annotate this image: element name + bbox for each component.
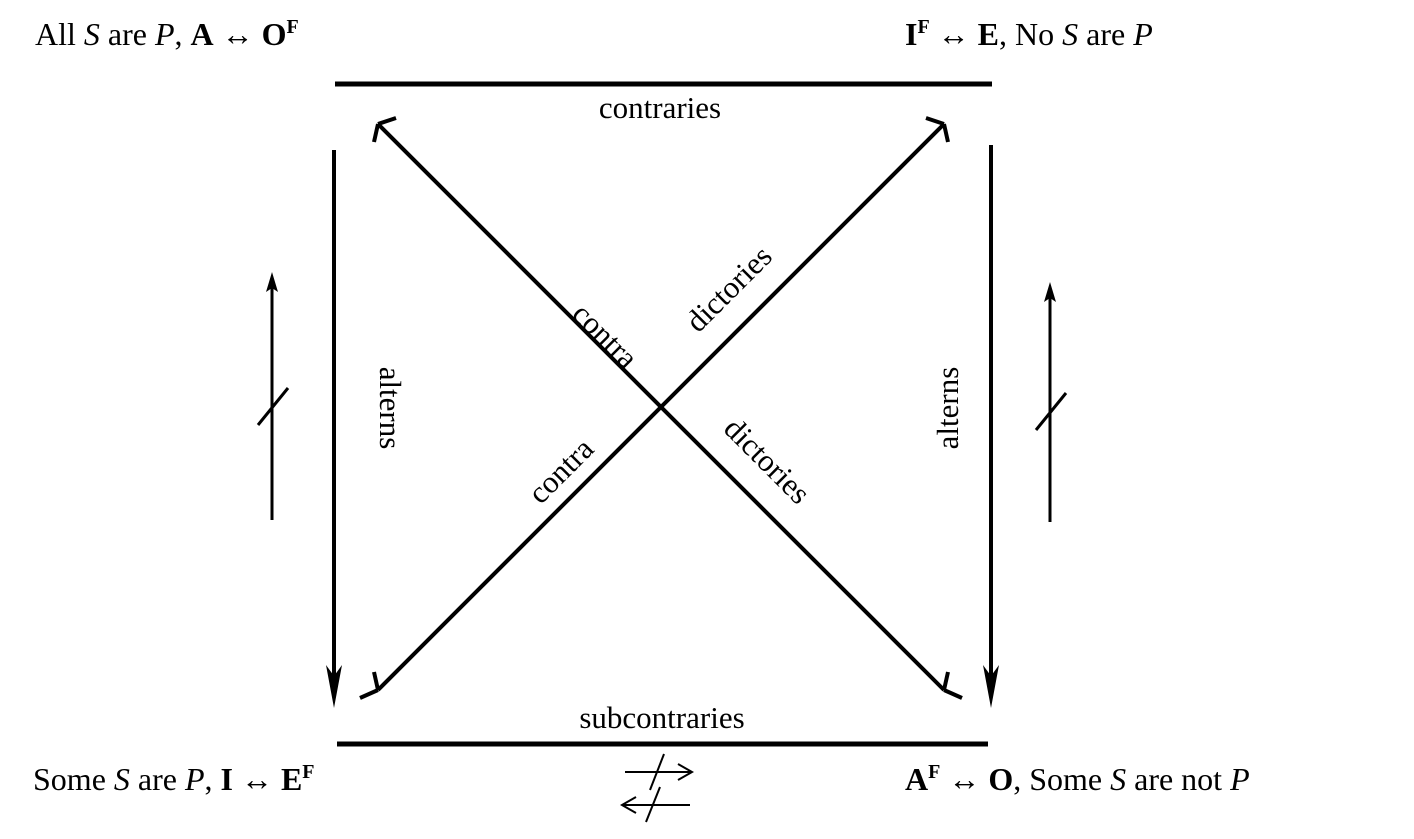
contradictories-upper-left-label: contra — [566, 296, 646, 376]
corner-top-right: IF ↔ E, No S are P — [905, 16, 1153, 52]
contradictories-upper-right-label: dictories — [678, 238, 778, 338]
fork-bottom-left-icon — [359, 671, 380, 700]
negated-right-arrow-icon — [625, 753, 695, 791]
diagonal-e-to-i — [376, 122, 946, 692]
contraries-label: contraries — [599, 90, 721, 125]
left-alterns-arrowhead — [326, 665, 342, 708]
corner-bottom-left: Some S are P, I ↔ EF — [33, 761, 315, 797]
right-alterns-arrowhead — [983, 665, 999, 708]
left-negated-up-arrow-icon — [256, 272, 290, 520]
left-alterns-label: alterns — [373, 367, 408, 450]
right-alterns-label: alterns — [930, 367, 965, 450]
contradictories-lower-left-label: contra — [521, 431, 601, 511]
fork-bottom-right-icon — [942, 671, 963, 700]
fork-top-left-icon — [372, 116, 397, 143]
corner-top-left: All S are P, A ↔ OF — [35, 16, 299, 52]
fork-top-right-icon — [925, 116, 950, 143]
right-negated-up-arrow-icon — [1034, 282, 1068, 522]
negated-left-arrow-icon — [619, 786, 690, 823]
subcontraries-label: subcontraries — [579, 700, 744, 735]
corner-bottom-right: AF ↔ O, Some S are not P — [905, 761, 1250, 797]
contradictories-lower-right-label: dictories — [717, 410, 817, 510]
